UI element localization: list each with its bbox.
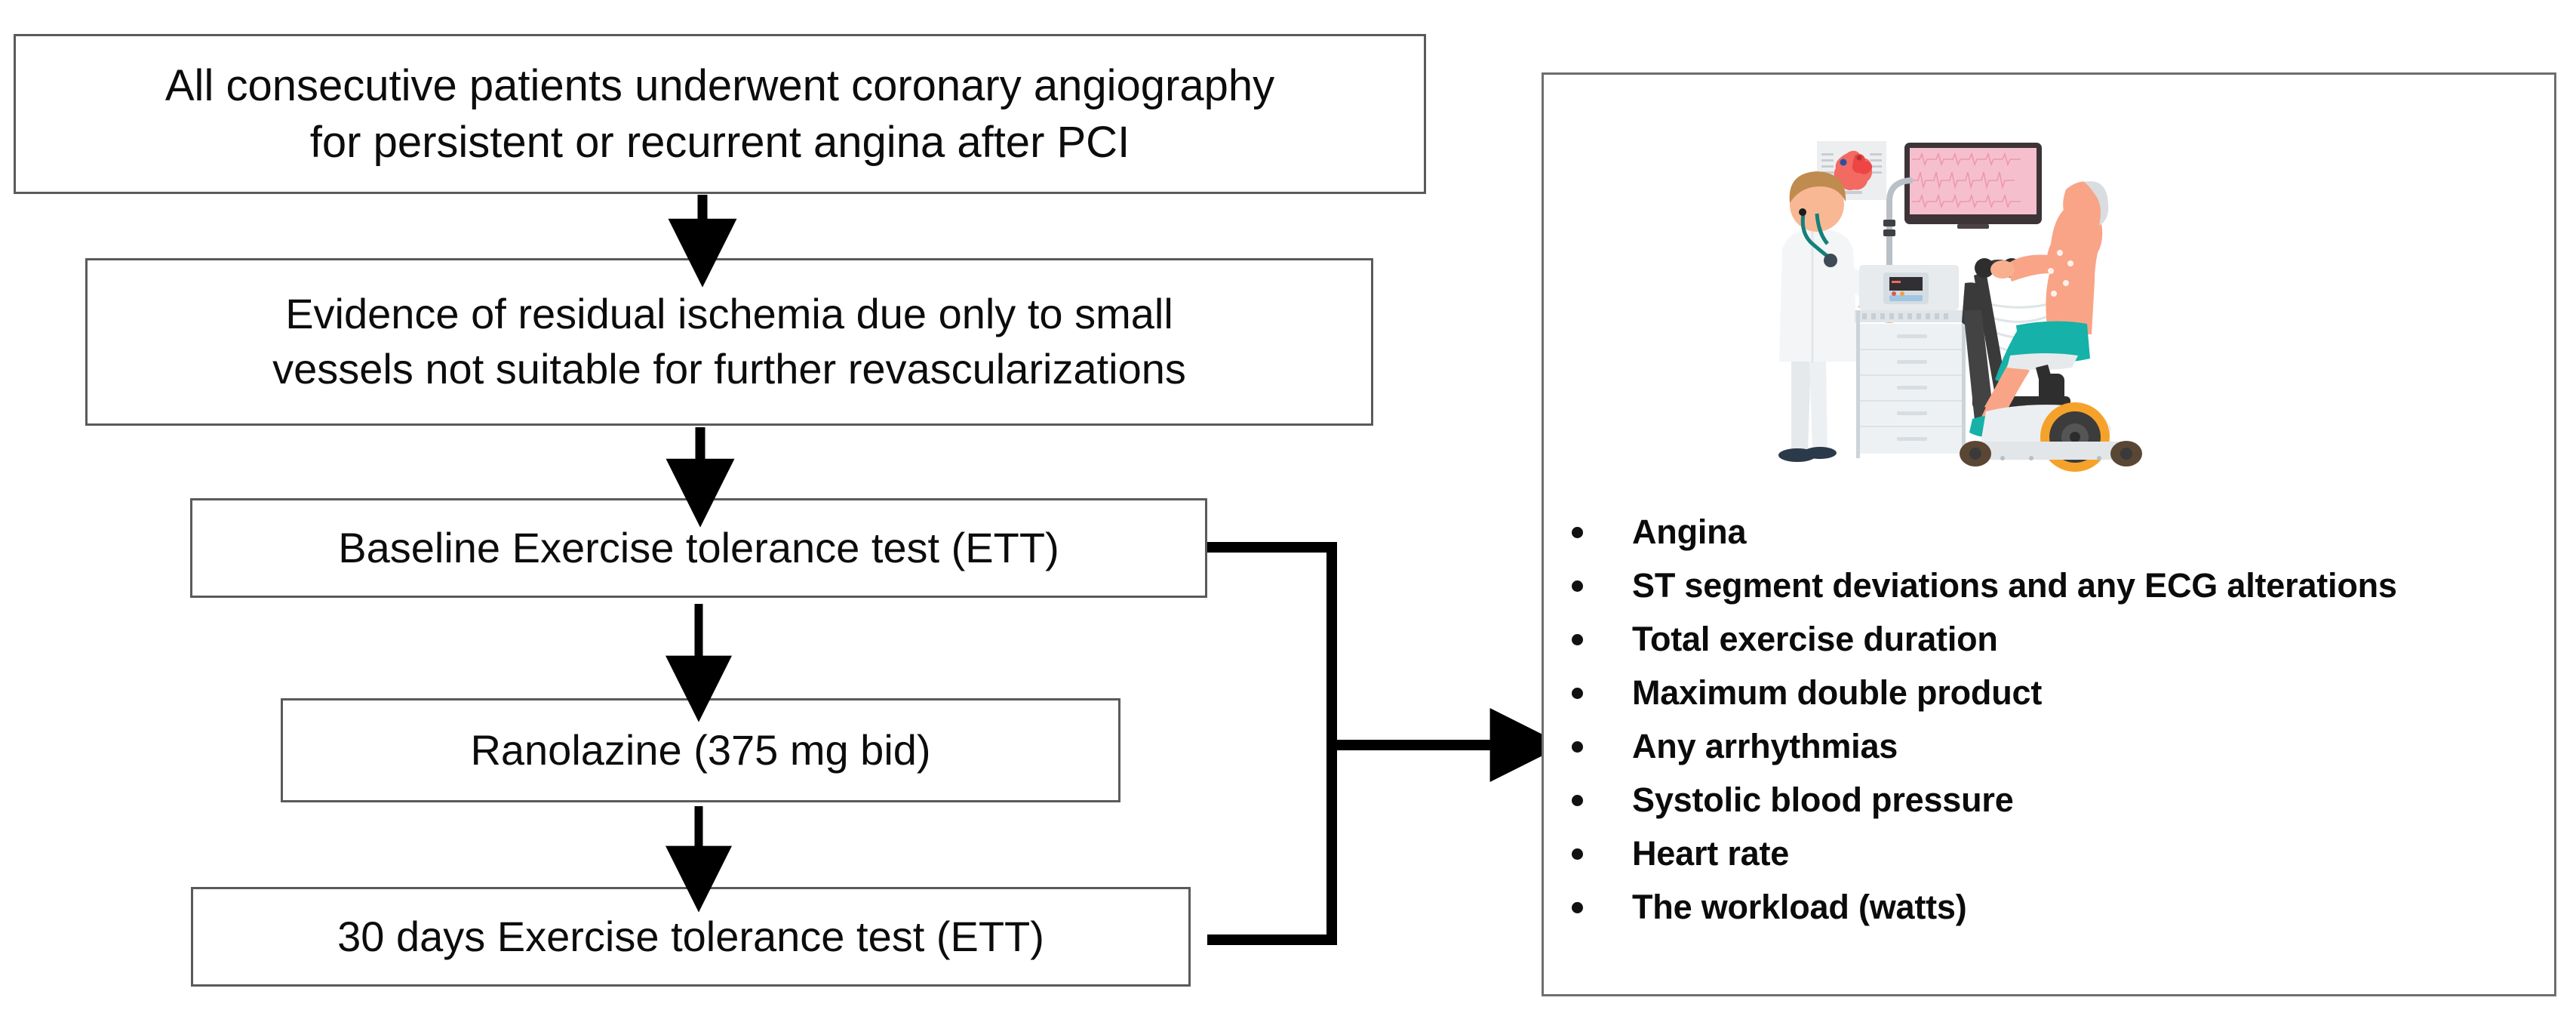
outcome-item: Maximum double product <box>1544 666 2554 719</box>
flow-box-intake-text: All consecutive patients underwent coron… <box>144 57 1296 171</box>
outcome-item: The workload (watts) <box>1544 880 2554 934</box>
outcome-item: Angina <box>1544 505 2554 559</box>
outcome-item-label: Systolic blood pressure <box>1632 780 2014 819</box>
flow-box-ischemia-line1: Evidence of residual ischemia due only t… <box>285 290 1173 338</box>
bullet-icon <box>1572 741 1583 753</box>
flow-box-baseline-ett-text: Baseline Exercise tolerance test (ETT) <box>338 523 1059 571</box>
flow-box-intake-line2: for persistent or recurrent angina after… <box>309 118 1130 167</box>
outcome-item: Any arrhythmias <box>1544 719 2554 773</box>
bullet-icon <box>1572 687 1583 699</box>
bullet-icon <box>1572 526 1583 538</box>
bracket-ett-to-outcomes <box>1207 542 1564 945</box>
outcome-item-label: Any arrhythmias <box>1632 726 1898 765</box>
outcome-item: Heart rate <box>1544 827 2554 880</box>
bullet-icon <box>1572 848 1583 860</box>
flow-box-intake: All consecutive patients underwent coron… <box>14 34 1426 194</box>
flow-box-baseline-ett: Baseline Exercise tolerance test (ETT) <box>190 498 1207 598</box>
outcome-item: Systolic blood pressure <box>1544 773 2554 827</box>
flow-box-ischemia-line2: vessels not suitable for further revascu… <box>272 345 1186 393</box>
flow-box-ranolazine: Ranolazine (375 mg bid) <box>281 698 1120 802</box>
outcome-item-label: Total exercise duration <box>1632 619 1998 658</box>
outcome-panel: Angina ST segment deviations and any ECG… <box>1542 72 2556 996</box>
bullet-icon <box>1572 901 1583 913</box>
bullet-icon <box>1572 794 1583 806</box>
outcome-item: Total exercise duration <box>1544 612 2554 666</box>
flow-box-ischemia-text: Evidence of residual ischemia due only t… <box>251 287 1207 397</box>
outcome-item-label: Heart rate <box>1632 833 1790 873</box>
outcome-item-label: Maximum double product <box>1632 673 2043 712</box>
bullet-icon <box>1572 580 1583 592</box>
flow-box-ischemia: Evidence of residual ischemia due only t… <box>85 258 1373 426</box>
flow-box-ranolazine-text: Ranolazine (375 mg bid) <box>470 725 931 774</box>
outcome-item-label: ST segment deviations and any ECG altera… <box>1632 565 2397 605</box>
patient-on-exercise-bike <box>1960 181 2142 472</box>
exercise-stress-test-illustration <box>1770 135 2193 490</box>
flow-box-30day-ett: 30 days Exercise tolerance test (ETT) <box>191 887 1191 987</box>
outcome-item: ST segment deviations and any ECG altera… <box>1544 559 2554 612</box>
flow-box-30day-ett-text: 30 days Exercise tolerance test (ETT) <box>337 912 1044 960</box>
outcome-item-label: Angina <box>1632 512 1747 551</box>
ecg-monitor-icon <box>1904 143 2042 229</box>
flow-box-intake-line1: All consecutive patients underwent coron… <box>164 60 1275 110</box>
bullet-icon <box>1572 633 1583 645</box>
outcome-item-label: The workload (watts) <box>1632 887 1967 926</box>
outcome-measures-list: Angina ST segment deviations and any ECG… <box>1544 505 2554 934</box>
